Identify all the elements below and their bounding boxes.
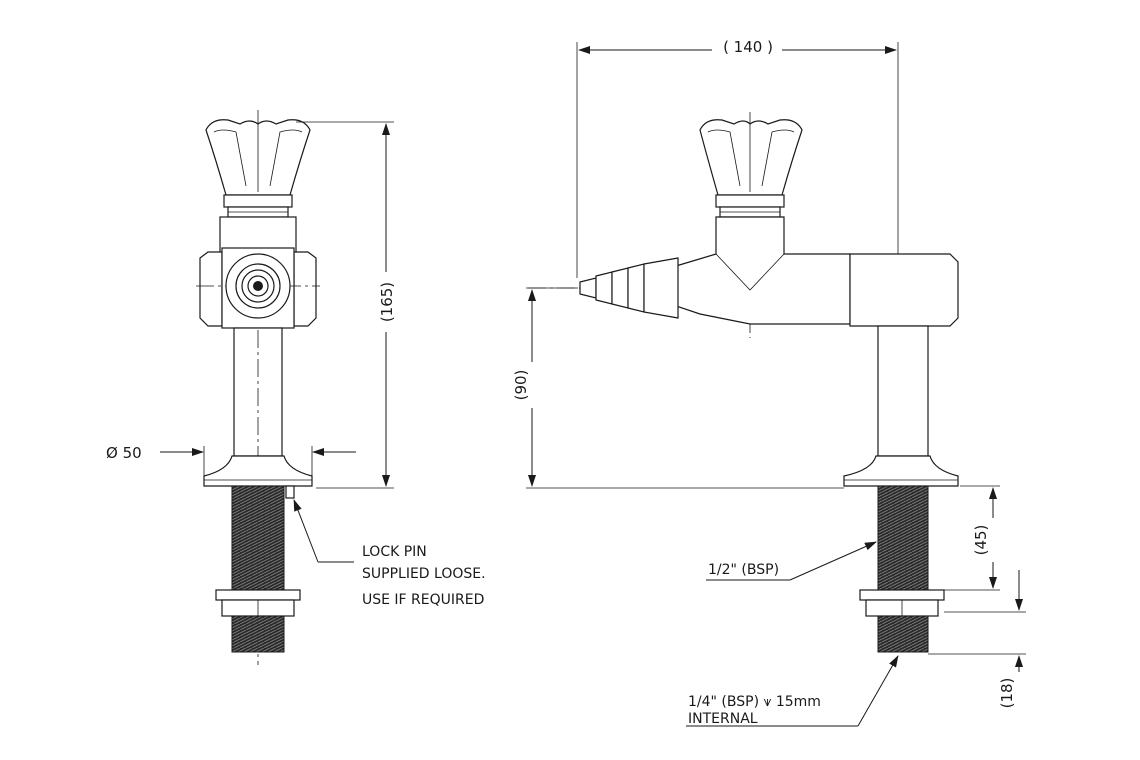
front-body [196, 216, 320, 329]
overall-height-label: (165) [378, 282, 396, 322]
dim-nut-gap: (18) [928, 570, 1026, 714]
outlet-height-label: (90) [512, 370, 530, 401]
side-view: ( 140 ) (90) (45) (18) [508, 36, 1026, 727]
quarter-inch-bsp-callout: 1/4" (BSP) ⩛ 15mm INTERNAL [686, 655, 899, 727]
dim-overall-length: ( 140 ) [576, 36, 899, 278]
side-body [579, 216, 959, 327]
front-thread [215, 485, 301, 653]
lock-pin-note-3: USE IF REQUIRED [362, 592, 484, 608]
dim-overall-height: (165) [296, 121, 400, 489]
overall-length-label: ( 140 ) [723, 38, 773, 56]
side-handle [699, 119, 803, 218]
half-inch-bsp-note: 1/2" (BSP) [708, 562, 779, 578]
lock-pin-callout: LOCK PIN SUPPLIED LOOSE. USE IF REQUIRED [293, 499, 486, 608]
flange-diameter-label: Ø 50 [106, 444, 142, 462]
internal-note: INTERNAL [688, 711, 758, 727]
thread-length-label: (45) [972, 525, 990, 556]
front-handle [205, 119, 311, 218]
dim-flange-diameter: Ø 50 [106, 444, 356, 476]
side-column [843, 325, 959, 653]
dim-thread-length: (45) [944, 485, 1000, 591]
front-column [203, 327, 313, 487]
half-inch-bsp-callout: 1/2" (BSP) [706, 541, 877, 581]
nut-gap-label: (18) [998, 678, 1016, 709]
dim-outlet-height: (90) [508, 287, 844, 489]
lock-pin-note-1: LOCK PIN [362, 544, 427, 560]
quarter-inch-bsp-note: 1/4" (BSP) ⩛ 15mm [688, 694, 821, 710]
front-view: (165) Ø 50 LOCK PIN SUPPLIED LOOSE. USE … [106, 110, 486, 665]
lock-pin-note-2: SUPPLIED LOOSE. [362, 566, 486, 582]
